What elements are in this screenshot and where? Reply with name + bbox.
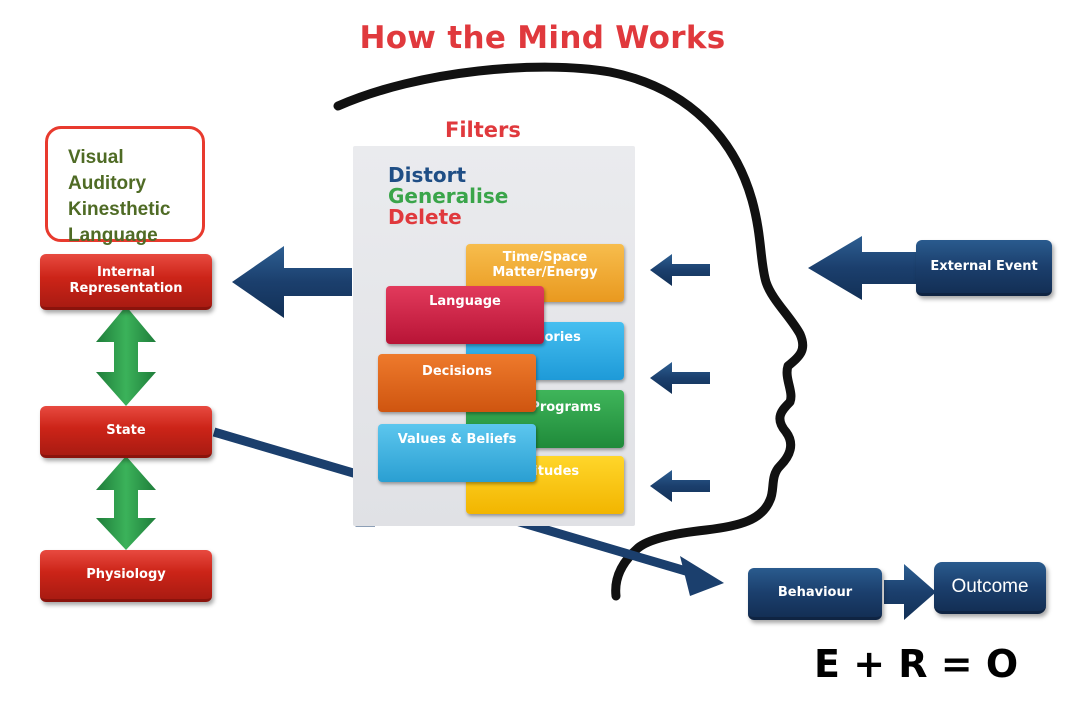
sense-kinesthetic: Kinesthetic xyxy=(68,199,171,220)
tile-language: Language xyxy=(386,286,544,344)
green-double-arrow-upper xyxy=(96,306,156,406)
state-box: State xyxy=(40,406,212,458)
sense-auditory: Auditory xyxy=(68,173,147,194)
green-double-arrow-lower xyxy=(96,456,156,550)
sense-visual: Visual xyxy=(68,147,124,168)
equation: E + R = O xyxy=(814,642,1019,686)
input-arrow-3 xyxy=(650,470,710,502)
outcome-box: Outcome xyxy=(934,562,1046,614)
head-outline xyxy=(333,62,808,601)
process-delete: Delete xyxy=(388,205,462,229)
tile-values-beliefs: Values & Beliefs xyxy=(378,424,536,482)
external-event-box: External Event xyxy=(916,240,1052,296)
process-distort: Distort xyxy=(388,163,467,187)
input-arrow-1 xyxy=(650,254,710,286)
physiology-box: Physiology xyxy=(40,550,212,602)
arrow-to-internal-representation xyxy=(232,246,352,318)
internal-representation-box: Internal Representation xyxy=(40,254,212,310)
input-arrow-2 xyxy=(650,362,710,394)
filters-label: Filters xyxy=(445,118,521,142)
senses-box: Visual Auditory Kinesthetic Language xyxy=(45,126,205,246)
behaviour-to-outcome-arrow xyxy=(884,564,936,620)
process-generalise: Generalise xyxy=(388,184,509,208)
behaviour-box: Behaviour xyxy=(748,568,882,620)
state-to-behaviour-arrowhead xyxy=(680,556,724,596)
page-title: How the Mind Works xyxy=(359,20,726,56)
tile-decisions: Decisions xyxy=(378,354,536,412)
sense-language: Language xyxy=(68,225,158,246)
arrow-from-external-event xyxy=(808,236,918,300)
